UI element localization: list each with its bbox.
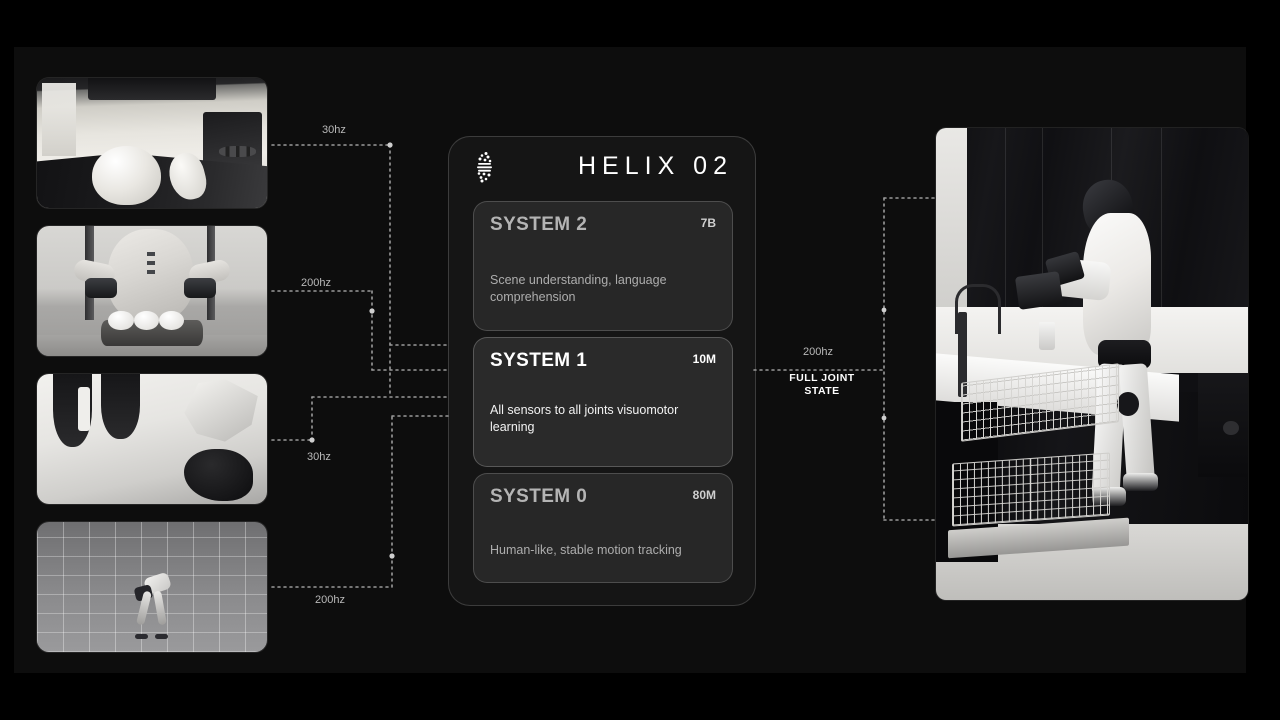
system-0-name: SYSTEM 0 <box>490 486 588 507</box>
rate-label-input-3: 30hz <box>307 451 331 463</box>
rate-label-input-4: 200hz <box>315 594 345 606</box>
output-image-robot-kitchen[interactable] <box>936 128 1248 600</box>
input-thumbnail-simulation-grid[interactable] <box>37 522 267 652</box>
helix-header: HELIX 02 <box>449 137 755 191</box>
full-joint-state-label: FULL JOINT STATE <box>789 372 855 397</box>
system-1-description: All sensors to all joints visuomotor lea… <box>490 403 679 434</box>
system-2-size: 7B <box>700 216 716 230</box>
system-2-description: Scene understanding, language comprehens… <box>490 273 667 304</box>
helix-module: HELIX 02 SYSTEM 2 7B Scene understanding… <box>448 136 756 606</box>
helix-dna-icon <box>477 152 492 183</box>
system-card-system-2[interactable]: SYSTEM 2 7B Scene understanding, languag… <box>473 201 733 331</box>
system-1-name: SYSTEM 1 <box>490 350 588 371</box>
input-thumbnail-egocentric-view[interactable] <box>37 78 267 208</box>
input-thumbnail-robot-torso[interactable] <box>37 226 267 356</box>
system-2-name: SYSTEM 2 <box>490 214 588 235</box>
rate-label-output: 200hz <box>803 346 833 358</box>
rate-label-input-1: 30hz <box>322 124 346 136</box>
gripper-depth-closeup-image <box>37 374 267 504</box>
system-0-description: Human-like, stable motion tracking <box>490 543 682 557</box>
simulation-grid-image <box>37 522 267 652</box>
system-card-system-0[interactable]: SYSTEM 0 80M Human-like, stable motion t… <box>473 473 733 583</box>
system-1-size: 10M <box>692 352 716 366</box>
page-title: HELIX 02 <box>577 152 733 180</box>
system-card-system-1[interactable]: SYSTEM 1 10M All sensors to all joints v… <box>473 337 733 467</box>
egocentric-kitchen-image <box>37 78 267 208</box>
input-thumbnail-tactile-closeup[interactable] <box>37 374 267 504</box>
rate-label-input-2: 200hz <box>301 277 331 289</box>
robot-torso-eggs-image <box>37 226 267 356</box>
system-0-size: 80M <box>692 488 716 502</box>
